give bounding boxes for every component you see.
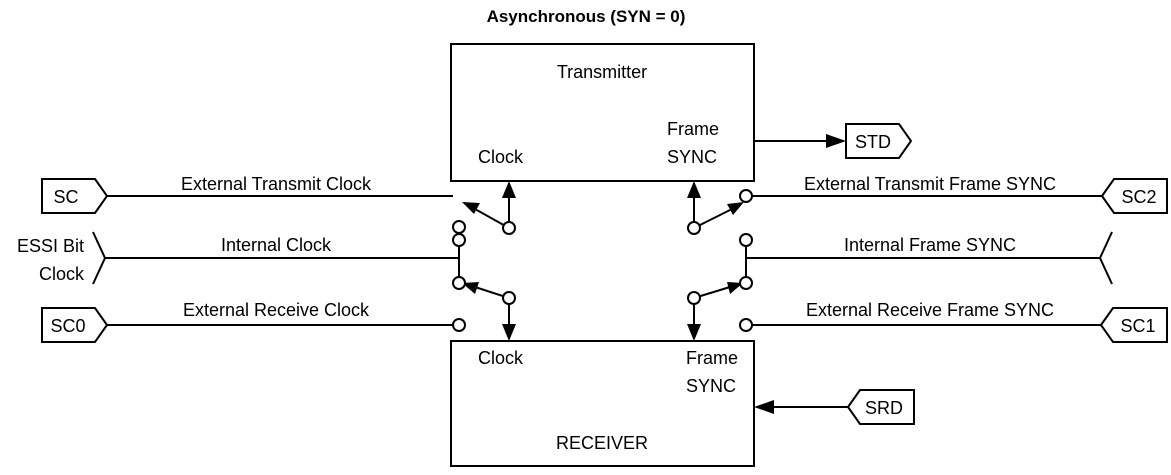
diagram-title: Asynchronous (SYN = 0) [487,7,686,26]
srd-pin-label: SRD [865,398,903,418]
tx-clock-switch [452,181,516,281]
transmitter-sync-label: SYNC [667,147,717,167]
sc-pin-label: SC [53,187,78,207]
srd-arrowhead [754,400,774,414]
srd-pin-shape [846,389,915,425]
sc1-pin-label: SC1 [1120,316,1155,336]
transmitter-block [450,43,755,182]
int-clock-contact-upper [452,233,466,247]
int-clock-label: Internal Clock [221,235,332,255]
essi-bit-clock-bracket [92,231,107,285]
std-pin-label: STD [855,132,891,152]
receiver-frame-label: Frame [686,348,738,368]
receiver-label: RECEIVER [556,433,648,453]
transmitter-label: Transmitter [557,62,647,82]
receiver-clock-label: Clock [478,348,524,368]
std-pin-shape [845,123,913,159]
int-frame-sync-bracket [1098,231,1113,285]
sc1-pin-shape [1099,307,1168,343]
int-frame-sync-label: Internal Frame SYNC [844,235,1016,255]
tx-clock-switch-pivot [502,221,516,235]
transmitter-clock-label: Clock [478,147,524,167]
sc2-pin-label: SC2 [1121,187,1156,207]
essi-bit-clock-label-2: Clock [39,264,85,284]
std-arrowhead [826,134,846,148]
tx-frame-sync-switch [687,181,753,283]
rx-frame-sync-switch-ext-contact [739,318,753,332]
rx-clock-switch-ext-contact [452,318,466,332]
rx-clock-switch [452,276,516,341]
ext-rx-frame-sync-label: External Receive Frame SYNC [806,300,1054,320]
tx-frame-sync-switch-pivot [687,221,701,235]
receiver-block [450,340,755,467]
receiver-sync-label: SYNC [686,376,736,396]
tx-frame-sync-switch-ext-contact [739,189,753,203]
rx-frame-sync-switch [687,276,753,341]
transmitter-frame-label: Frame [667,119,719,139]
sc-pin-shape [41,178,109,214]
int-clock-contact-lower [452,276,466,290]
rx-frame-sync-switch-pivot [687,291,701,305]
sc0-pin-label: SC0 [50,316,85,336]
ext-rx-clock-label: External Receive Clock [183,300,370,320]
rx-clock-switch-pivot [502,291,516,305]
sc0-pin-shape [41,307,109,343]
ext-tx-frame-sync-label: External Transmit Frame SYNC [804,174,1056,194]
tx-clock-switch-ext-contact [452,220,466,234]
ext-tx-clock-label: External Transmit Clock [181,174,372,194]
int-frame-sync-contact-lower [739,276,753,290]
essi-bit-clock-label-1: ESSI Bit [17,236,84,256]
sc2-pin-shape [1100,178,1168,214]
int-frame-sync-contact-upper [739,233,753,247]
